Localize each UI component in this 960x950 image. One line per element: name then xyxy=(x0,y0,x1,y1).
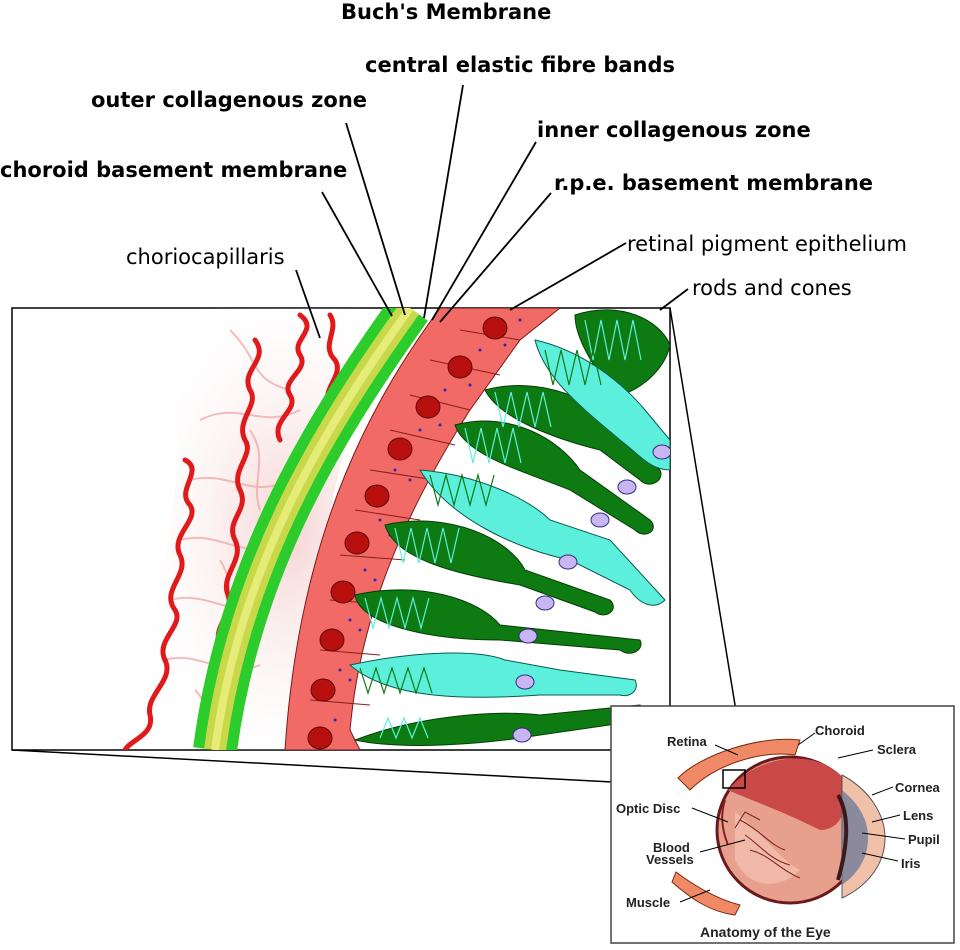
page-title: Buch's Membrane xyxy=(341,0,552,24)
retinal-pigment-label: retinal pigment epithelium xyxy=(627,232,907,256)
cones xyxy=(348,339,670,698)
inset-optic-disc-label: Optic Disc xyxy=(616,801,681,816)
inset-retina-label: Retina xyxy=(667,734,707,749)
retina-cross-section xyxy=(120,308,670,750)
photoreceptor-nuclei xyxy=(512,444,670,743)
rod-disc-folds xyxy=(364,319,642,740)
leader-lines xyxy=(295,84,689,339)
inset-vessels-label: Vessels xyxy=(646,852,694,867)
inner-collagenous-label: inner collagenous zone xyxy=(537,118,811,142)
cone-disc-folds xyxy=(359,349,602,695)
rods-cones-label: rods and cones xyxy=(692,276,852,300)
inset-choroid-label: Choroid xyxy=(815,723,865,738)
eye-anatomy-inset xyxy=(610,705,955,944)
inset-lens-label: Lens xyxy=(903,808,934,823)
rods xyxy=(353,309,670,746)
inset-leader-lines xyxy=(679,732,906,903)
choroid-basement-label: choroid basement membrane xyxy=(0,158,348,182)
inset-pupil-label: Pupil xyxy=(908,832,940,847)
choriocapillaris-label: choriocapillaris xyxy=(126,245,285,269)
inset-title: Anatomy of the Eye xyxy=(700,924,831,940)
rpe-basement-label: r.p.e. basement membrane xyxy=(554,171,874,195)
outer-collagenous-label: outer collagenous zone xyxy=(91,88,368,112)
inset-muscle-label: Muscle xyxy=(626,895,671,910)
inset-sclera-label: Sclera xyxy=(877,742,917,757)
elastic-fibre-band xyxy=(211,308,414,750)
blood-vessels xyxy=(122,312,340,750)
inset-cornea-label: Cornea xyxy=(895,780,940,795)
zoom-connectors xyxy=(11,307,747,789)
rpe-cells xyxy=(284,308,561,750)
inset-blood-label: Blood xyxy=(653,840,690,855)
central-elastic-label: central elastic fibre bands xyxy=(365,53,676,77)
inset-iris-label: Iris xyxy=(901,856,921,871)
